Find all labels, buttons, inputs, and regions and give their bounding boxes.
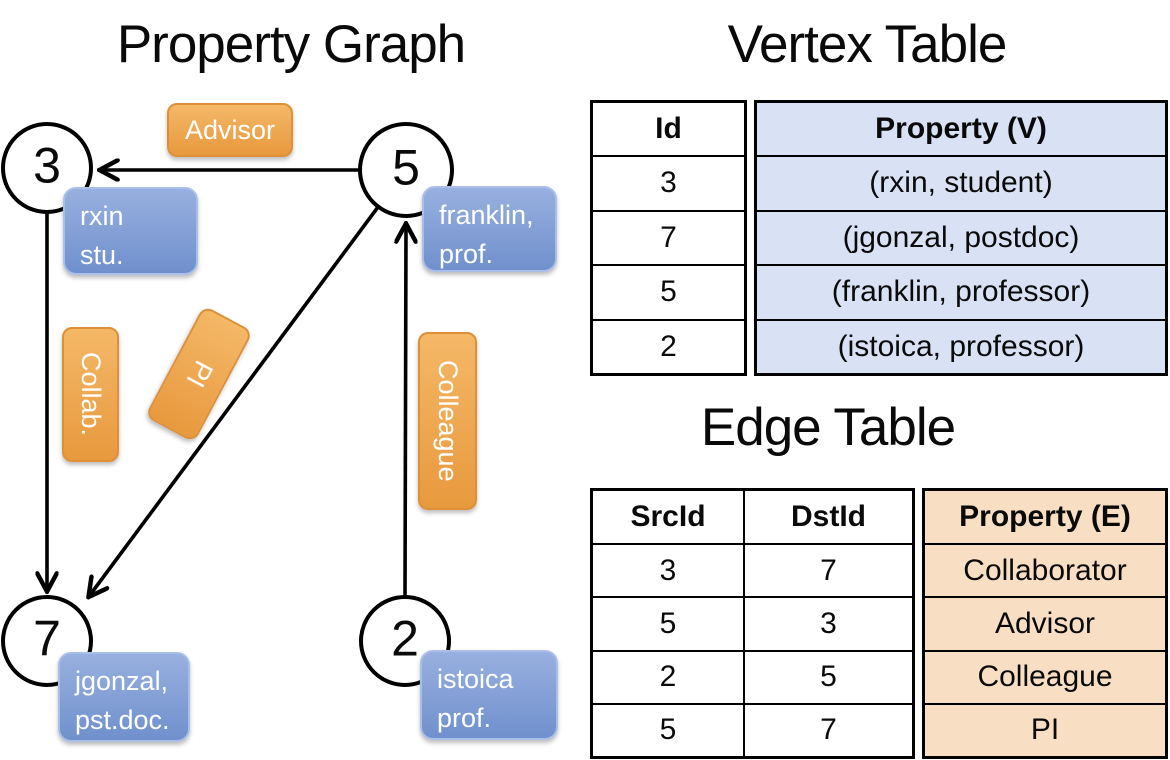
vertex-id-3: 3 xyxy=(33,137,61,194)
vertex-label-line: jgonzal, xyxy=(75,666,169,696)
vertex-table-id-column: Id 3 7 5 2 xyxy=(590,100,747,376)
vertex-label-jgonzal: jgonzal, pst.doc. xyxy=(58,652,190,742)
edge-table-title: Edge Table xyxy=(700,398,956,457)
edge-2-to-5-colleague xyxy=(405,226,406,598)
vertex-label-line: franklin, xyxy=(439,200,534,230)
edge-table-property-column: Property (E) Collaborator Advisor Collea… xyxy=(922,488,1168,759)
edge-table-srcid-cell: 5 xyxy=(593,596,743,649)
vertex-table-property-cell: (istoica, professor) xyxy=(757,318,1165,374)
edge-table-dstid-cell: 7 xyxy=(743,543,912,597)
vertex-label-line: stu. xyxy=(80,240,124,271)
edge-table-property-cell: Collaborator xyxy=(925,543,1165,596)
edge-table-dstid-cell: 3 xyxy=(743,596,912,650)
edge-label-collab: Collab. xyxy=(62,327,119,462)
edge-table-dstid-header: DstId xyxy=(743,491,912,543)
vertex-label-franklin: franklin, prof. xyxy=(422,186,557,272)
vertex-table-id-header: Id xyxy=(655,112,682,145)
edge-table-srcid-cell: 5 xyxy=(593,702,743,756)
vertex-label-line: prof. xyxy=(439,239,494,270)
vertex-table-property-header: Property (V) xyxy=(875,112,1047,145)
vertex-table-property-cell: (franklin, professor) xyxy=(757,264,1165,319)
vertex-table-property-column: Property (V) (rxin, student) (jgonzal, p… xyxy=(754,100,1168,376)
edge-label-text: Colleague xyxy=(433,360,463,482)
edge-label-text: Advisor xyxy=(184,114,276,145)
vertex-label-line: istoica xyxy=(437,664,514,694)
edge-table-srcid-header: SrcId xyxy=(630,500,706,533)
vertex-table-id-cell: 2 xyxy=(593,318,744,374)
vertex-label-istoica: istoica prof. xyxy=(420,650,558,740)
edge-label-text: Collab. xyxy=(76,352,106,437)
vertex-id-5: 5 xyxy=(392,139,420,196)
edge-label-advisor: Advisor xyxy=(167,103,293,157)
vertex-table-id-cell: 3 xyxy=(593,155,744,210)
vertex-id-7: 7 xyxy=(33,610,61,667)
edge-table-property-cell: PI xyxy=(925,702,1165,756)
vertex-label-rxin: rxin stu. xyxy=(63,187,198,275)
edge-label-colleague: Colleague xyxy=(418,332,477,510)
edge-5-to-7-pi xyxy=(90,205,380,595)
edge-table-dstid-cell: 5 xyxy=(743,649,912,703)
vertex-table-property-cell: (jgonzal, postdoc) xyxy=(757,209,1165,265)
vertex-table-id-cell: 5 xyxy=(593,264,744,319)
vertex-table-property-cell: (rxin, student) xyxy=(757,155,1165,210)
vertex-id-2: 2 xyxy=(391,610,419,667)
edge-table-dstid-cell: 7 xyxy=(743,702,912,756)
vertex-table-title: Vertex Table xyxy=(727,15,1008,74)
edge-table-property-header: Property (E) xyxy=(959,500,1131,533)
edge-table-srcid-cell: 3 xyxy=(593,543,743,596)
vertex-table-id-cell: 7 xyxy=(593,209,744,265)
edge-table-srcid-cell: 2 xyxy=(593,649,743,703)
vertex-label-line: pst.doc. xyxy=(75,705,170,736)
edge-table-ids-columns: SrcId DstId 3 7 5 3 2 5 5 7 xyxy=(590,488,915,759)
edge-table-property-cell: Colleague xyxy=(925,649,1165,703)
edge-table-property-cell: Advisor xyxy=(925,596,1165,649)
edge-label-text: PI xyxy=(180,355,219,393)
property-graph-title: Property Graph xyxy=(116,15,466,74)
vertex-label-line: rxin xyxy=(80,201,124,231)
vertex-label-line: prof. xyxy=(437,703,492,734)
